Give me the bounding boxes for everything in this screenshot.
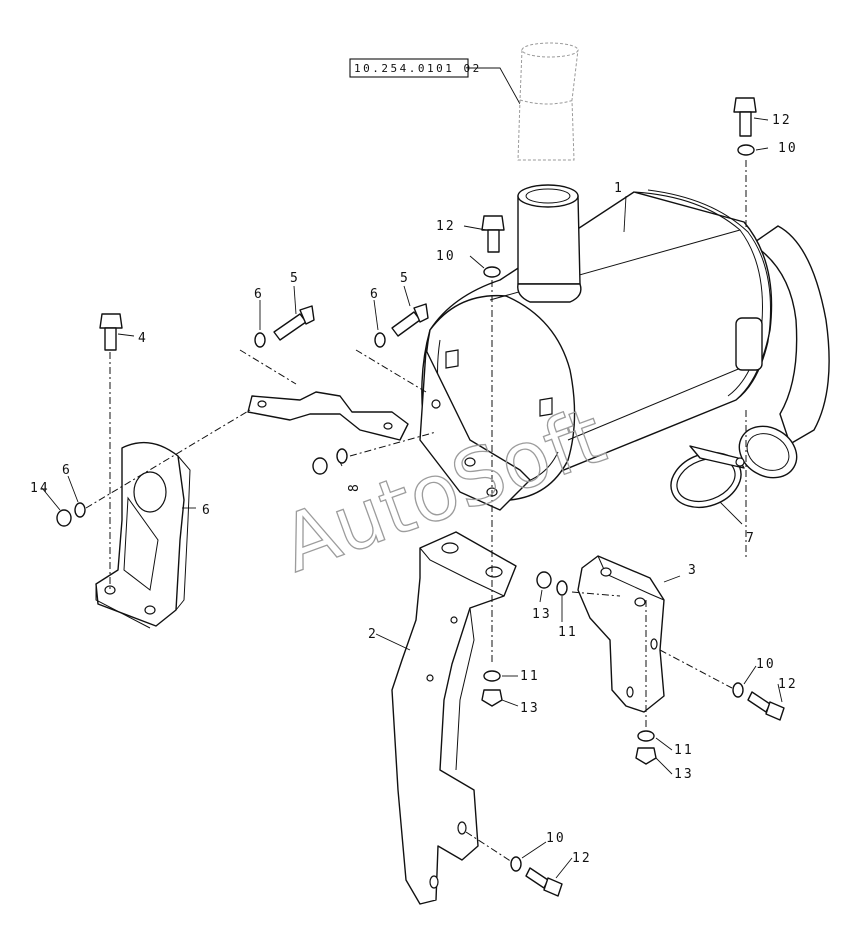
callout-5-left: 5 [290,271,300,286]
right-support-bracket [577,555,665,713]
callout-11-right: 11 [558,625,578,640]
inlet-elbow [738,425,798,479]
callout-leaders [41,117,783,879]
bolt-mid-angled [374,303,429,348]
callout-1: 1 [614,181,624,196]
callout-4: 4 [138,331,148,346]
callout-numbers: 1 2 3 4 5 5 6 6 6 6 7 8 10 10 10 10 11 1… [30,113,798,866]
callout-3: 3 [688,563,698,578]
nut-washer-right-lower [635,730,657,765]
callout-13-lower: 13 [674,767,694,782]
callout-5-mid: 5 [400,271,410,286]
callout-12-right: 12 [778,677,798,692]
reference-label: 10.254.0101 02 [349,58,521,105]
callout-7: 7 [746,531,756,546]
callout-12-top: 12 [772,113,792,128]
callout-10-right: 10 [756,657,776,672]
callout-6-bracket: 6 [202,503,212,518]
callout-8: 8 [347,482,362,492]
callout-12-mid: 12 [436,219,456,234]
callout-6-mid: 6 [370,287,380,302]
bolt-right-lower [732,682,785,721]
reference-label-text: 10.254.0101 02 [354,62,482,75]
callout-13-center: 13 [520,701,540,716]
callout-6-left: 6 [254,287,264,302]
bolt-mid-upper [481,215,505,278]
nut-washer-center [312,448,348,475]
bolt-bottom [510,856,563,897]
nut-washer-right-mid [536,571,568,596]
callout-10-top: 10 [778,141,798,156]
nut-washer-left [56,502,86,527]
bolt-left-vertical [99,313,123,351]
callout-12-bottom: 12 [572,851,592,866]
callout-10-mid: 10 [436,249,456,264]
outlet-pipe [517,184,582,303]
callout-2: 2 [368,627,378,642]
nut-washer-center-lower [481,670,503,707]
pipe-clamp [670,445,745,509]
strap-bracket [247,391,409,441]
ghost-exhaust-pipe [517,42,579,161]
callout-11-lower: 11 [674,743,694,758]
bolt-top-right [733,97,757,156]
callout-6-nut: 6 [62,463,72,478]
callout-13-right: 13 [532,607,552,622]
callout-14: 14 [30,481,50,496]
left-hanger-bracket [95,441,191,629]
bolt-left-angled [254,305,315,348]
assembly-axes [85,160,747,863]
tall-support-bracket [391,531,517,905]
callout-10-bottom: 10 [546,831,566,846]
callout-11-center: 11 [520,669,540,684]
